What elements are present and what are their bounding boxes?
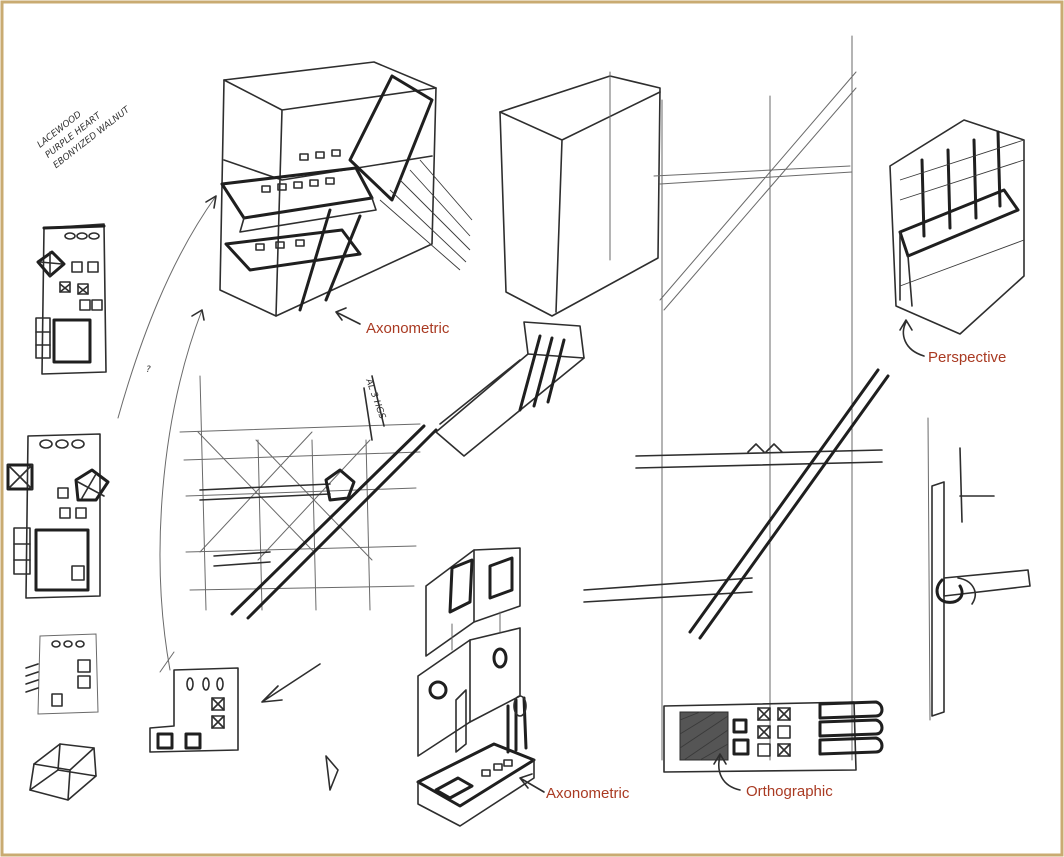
pencil-mark: [325, 755, 339, 791]
arrow-icon: [205, 195, 217, 209]
plan-thumbnail-3: [25, 633, 99, 715]
exploded-axonometric: [416, 547, 536, 827]
connector-line: [117, 195, 217, 419]
question-mark: ?: [146, 365, 151, 375]
small-plan-sketch: [149, 651, 239, 753]
structural-grid-sketch: [179, 375, 438, 620]
arrow-icon: [519, 773, 545, 793]
arrow-icon: [191, 309, 205, 321]
arrow-icon: [713, 753, 741, 791]
perspective-drawing: [889, 119, 1025, 335]
axonometric-label-bottom: Axonometric: [546, 785, 630, 802]
orthographic-label: Orthographic: [746, 783, 833, 800]
orthographic-drawing: [663, 700, 884, 773]
elevation-detail: [927, 417, 1031, 721]
plan-thumbnail-1: [35, 223, 107, 375]
perspective-box: [435, 71, 853, 457]
arrow-icon: [335, 307, 361, 325]
connector-line: [159, 309, 203, 671]
arrow-icon: [899, 319, 925, 357]
perspective-lines: [583, 35, 890, 761]
axonometric-drawing-top: [219, 61, 473, 317]
arrow-icon: [261, 663, 321, 703]
axon-thumbnail: [29, 743, 97, 801]
plan-thumbnail-2: [6, 433, 110, 599]
perspective-label: Perspective: [928, 349, 1006, 366]
axonometric-label-top: Axonometric: [366, 320, 450, 337]
